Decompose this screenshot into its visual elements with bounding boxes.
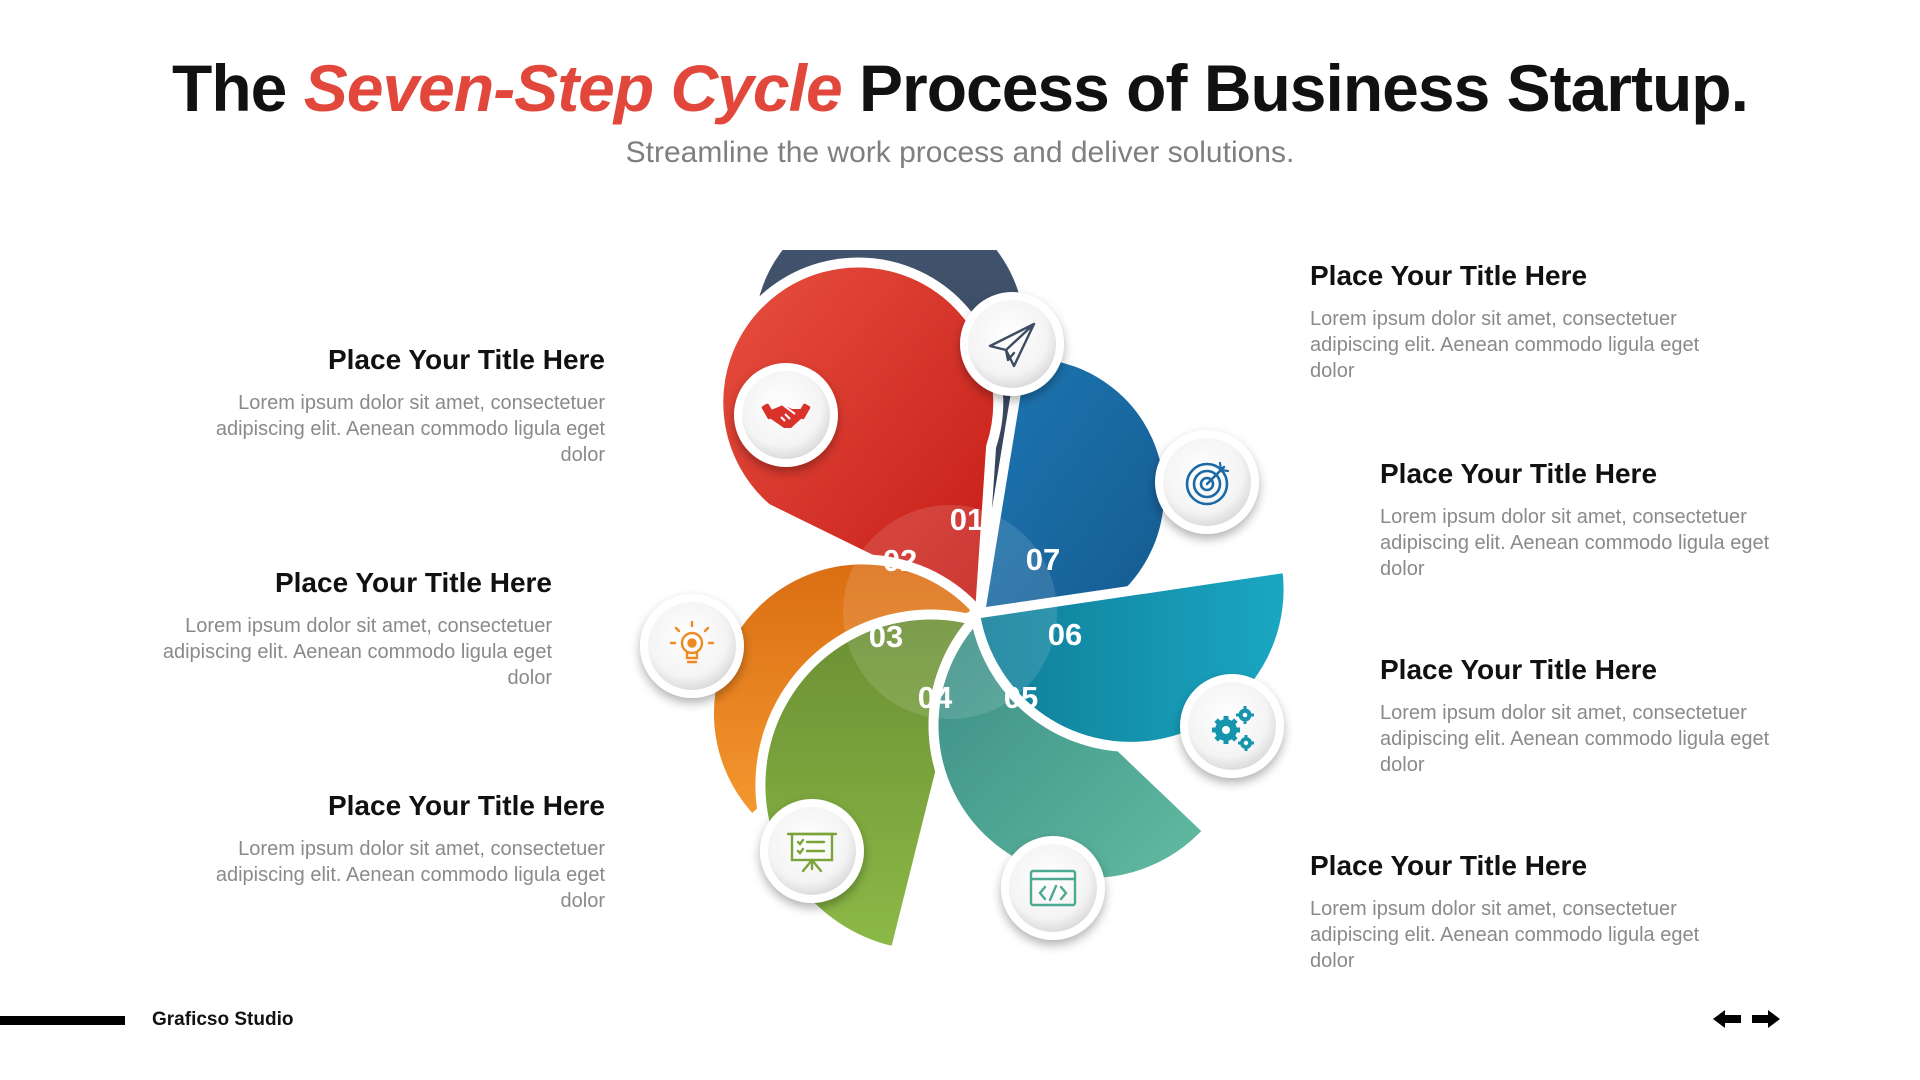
step-06-title: Place Your Title Here [1380, 458, 1658, 489]
arrow-left-icon [1713, 1010, 1741, 1028]
step-06-badge [1155, 430, 1259, 534]
step-07-text: Lorem ipsum dolor sit amet, consectetuer… [1310, 308, 1700, 382]
step-06-info: Place Your Title Here Lorem ipsum dolor … [1380, 458, 1810, 582]
footer-bar [0, 1016, 125, 1025]
step-05-title: Place Your Title Here [1380, 654, 1658, 685]
step-number-04: 04 [918, 680, 953, 715]
prev-slide-button[interactable] [1713, 1008, 1743, 1030]
step-07-title: Place Your Title Here [1310, 260, 1588, 291]
step-number-06: 06 [1048, 617, 1082, 652]
step-number-02: 02 [883, 543, 917, 578]
step-number-07: 07 [1026, 542, 1060, 577]
slide-title: The Seven-Step Cycle Process of Business… [0, 50, 1920, 126]
step-07-badge [960, 292, 1064, 396]
step-02-badge [640, 594, 744, 698]
code-window-icon [1029, 869, 1077, 907]
step-06-text: Lorem ipsum dolor sit amet, consectetuer… [1380, 506, 1770, 580]
handshake-icon [761, 403, 811, 428]
step-07-info: Place Your Title Here Lorem ipsum dolor … [1310, 260, 1740, 384]
paper-plane-icon [988, 322, 1036, 368]
center-highlight [843, 505, 1057, 719]
step-03-info: Place Your Title Here Lorem ipsum dolor … [175, 790, 605, 914]
step-number-01: 01 [950, 502, 984, 537]
step-04-title: Place Your Title Here [1310, 850, 1588, 881]
step-04-text: Lorem ipsum dolor sit amet, consectetuer… [1310, 898, 1700, 972]
footer-brand: Graficso Studio [152, 1009, 294, 1030]
step-05-text: Lorem ipsum dolor sit amet, consectetuer… [1380, 702, 1770, 776]
step-02-title: Place Your Title Here [274, 567, 552, 598]
title-lead: The [172, 51, 287, 125]
cycle-diagram: 01 02 03 04 05 06 07 [600, 250, 1360, 980]
title-tail: Process of Business Startup. [859, 51, 1749, 125]
step-04-info: Place Your Title Here Lorem ipsum dolor … [1310, 850, 1740, 974]
step-01-title: Place Your Title Here [327, 344, 605, 375]
lightbulb-icon [669, 620, 715, 664]
step-number-05: 05 [1004, 680, 1038, 715]
target-icon [1185, 461, 1230, 506]
arrow-right-icon [1752, 1010, 1780, 1028]
step-02-text: Lorem ipsum dolor sit amet, consectetuer… [162, 615, 552, 689]
step-03-title: Place Your Title Here [327, 790, 605, 821]
step-05-badge [1180, 674, 1284, 778]
step-05-info: Place Your Title Here Lorem ipsum dolor … [1380, 654, 1810, 778]
step-03-badge [760, 799, 864, 903]
step-01-info: Place Your Title Here Lorem ipsum dolor … [175, 344, 605, 468]
step-04-badge [1001, 836, 1105, 940]
step-02-info: Place Your Title Here Lorem ipsum dolor … [122, 567, 552, 691]
gears-icon [1212, 706, 1254, 751]
step-01-text: Lorem ipsum dolor sit amet, consectetuer… [215, 392, 605, 466]
step-numbers: 01 02 03 04 05 06 07 [869, 502, 1082, 715]
next-slide-button[interactable] [1750, 1008, 1780, 1030]
title-accent: Seven-Step Cycle [303, 51, 843, 125]
slide-subtitle: Streamline the work process and deliver … [625, 136, 1295, 169]
step-number-03: 03 [869, 619, 903, 654]
step-01-badge [734, 363, 838, 467]
step-03-text: Lorem ipsum dolor sit amet, consectetuer… [215, 838, 605, 912]
presentation-board-icon [786, 832, 838, 873]
